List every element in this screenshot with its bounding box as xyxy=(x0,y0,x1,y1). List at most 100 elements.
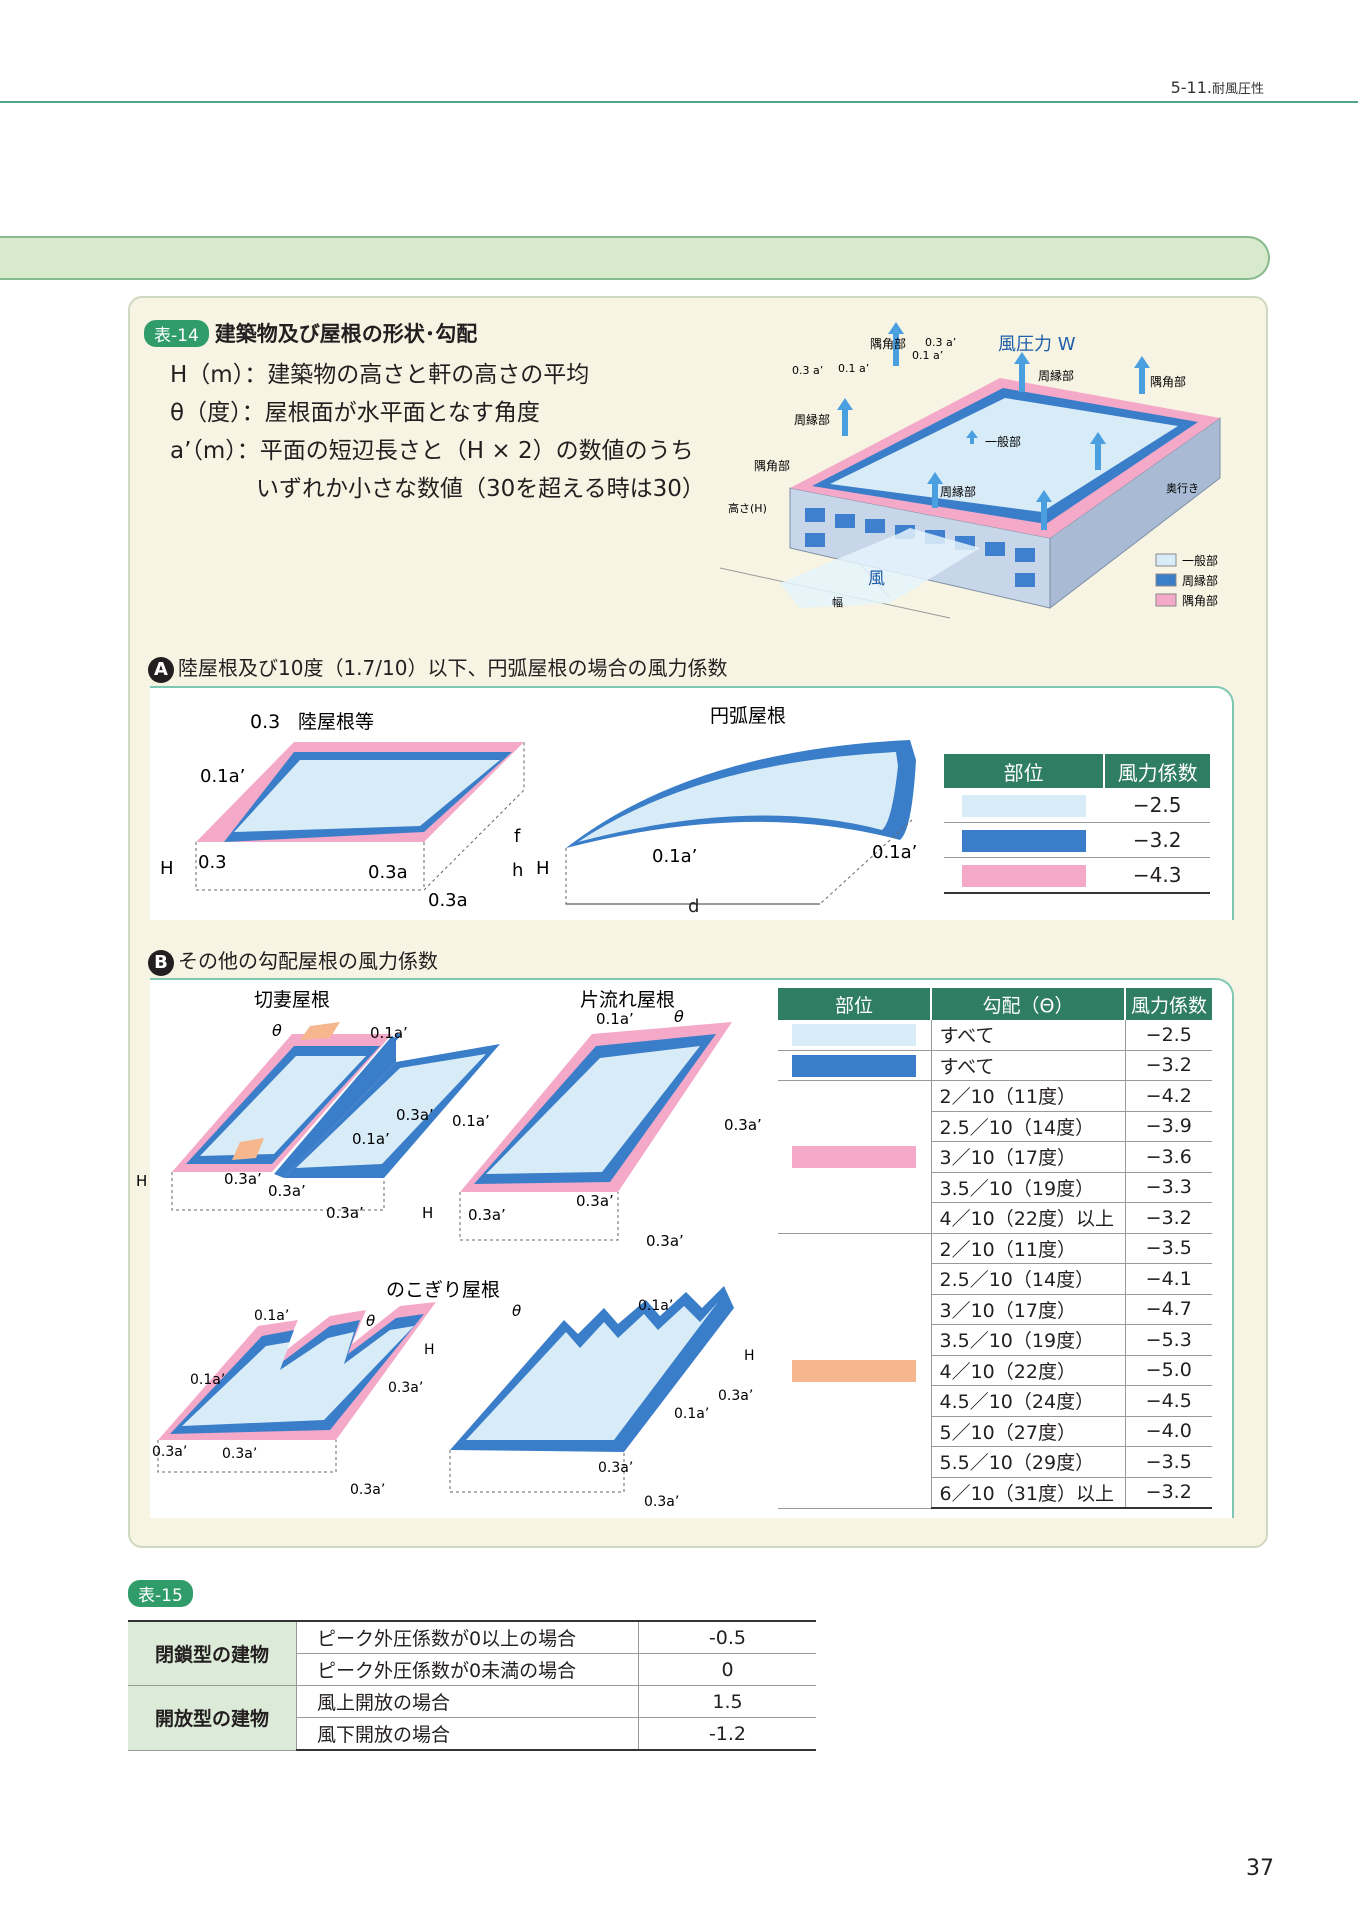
label-01a-left: 0.1 a’ xyxy=(838,362,869,375)
gable-03a-r: 0.3a’ xyxy=(396,1106,434,1124)
label-wind-pressure: 風圧力 W xyxy=(998,334,1076,355)
saw1-03a-4: 0.3a’ xyxy=(350,1482,385,1498)
table-row: −2.5 xyxy=(944,788,1210,823)
swatch-saw-corner xyxy=(792,1359,917,1382)
table-row: 5.5／10（29度）−3.5 xyxy=(778,1446,1212,1478)
saw1-03a-2: 0.3a’ xyxy=(152,1444,187,1460)
saw-title: のこぎり屋根 xyxy=(386,1279,500,1301)
section-b-badge: B xyxy=(148,950,174,976)
table-row: ピーク外圧係数が0未満の場合 0 xyxy=(128,1653,816,1686)
legend-corner: 隅角部 xyxy=(1182,593,1218,608)
legend-edge: 周縁部 xyxy=(1182,573,1218,588)
arc-roof-general xyxy=(578,752,898,842)
col-coef: 風力係数 xyxy=(1125,988,1212,1020)
label-width: 幅 xyxy=(832,596,843,609)
table-row: すべて−2.5 xyxy=(778,1020,1212,1051)
table-row: 開放型の建物 風上開放の場合 1.5 xyxy=(128,1685,816,1751)
label-general: 一般部 xyxy=(985,434,1021,449)
shed-01a: 0.1a’ xyxy=(596,1010,634,1028)
gable-title: 切妻屋根 xyxy=(254,989,330,1011)
table-row: 閉鎖型の建物 ピーク外圧係数が0以上の場合 -0.5 xyxy=(128,1620,816,1686)
label-depth: 奥行き xyxy=(1166,481,1199,495)
table-row: 2.5／10（14度）−3.9 xyxy=(778,1111,1212,1142)
category-open: 開放型の建物 xyxy=(128,1685,297,1751)
wind-arrow xyxy=(780,528,980,608)
saw1-01a-2: 0.1a’ xyxy=(190,1372,225,1388)
gable-roof-general xyxy=(200,1056,366,1156)
table-row: −4.3 xyxy=(944,857,1210,894)
legend-edge-swatch xyxy=(1155,573,1177,587)
coef-edge: −3.2 xyxy=(1104,822,1210,858)
table-header: 部位 風力係数 xyxy=(944,754,1210,788)
shed-03a-r: 0.3a’ xyxy=(724,1116,762,1134)
saw2-03a-3: 0.3a’ xyxy=(644,1494,679,1510)
label-03a-top: 0.3 a’ xyxy=(925,336,956,349)
table-row: 3／10（17度）−3.6 xyxy=(778,1141,1212,1173)
flat-roof-general xyxy=(234,760,500,832)
page-number: 37 xyxy=(1246,1856,1274,1881)
label-corner-1: 隅角部 xyxy=(870,336,906,351)
table-row: 4.5／10（24度）−4.5 xyxy=(778,1385,1212,1417)
saw1-H: H xyxy=(424,1342,435,1358)
header-rule xyxy=(0,101,1358,103)
flat-label-03a: 0.3a xyxy=(368,862,408,883)
building-side-wall xyxy=(1049,417,1221,610)
table-row: 2／10（11度）−4.2 xyxy=(778,1080,1212,1234)
saw2-theta: θ xyxy=(512,1302,521,1320)
shed-03a-1: 0.3a’ xyxy=(576,1192,614,1210)
label-height: 高さ(H) xyxy=(728,501,767,515)
table-row: 風下開放の場合 -1.2 xyxy=(128,1717,816,1751)
gable-01a: 0.1a’ xyxy=(370,1024,408,1042)
section-number: 5-11. xyxy=(1170,78,1212,97)
def-a: a’（m）：平面の短辺長さと（H × 2）の数値のうち xyxy=(170,438,694,464)
table-row: −3.2 xyxy=(944,822,1210,858)
saw2-01a: 0.1a’ xyxy=(638,1298,673,1314)
shed-03a-3: 0.3a’ xyxy=(646,1232,684,1250)
saw1-01a: 0.1a’ xyxy=(254,1308,289,1324)
table14-heading: 建築物及び屋根の形状･勾配 xyxy=(214,322,478,346)
col-part: 部位 xyxy=(944,754,1106,788)
building-diagram: 隅角部 0.3 a’ 0.1 a’ 0.3 a’ 0.1 a’ 風圧力 W 周縁… xyxy=(720,322,1221,619)
flat-roof-outline xyxy=(195,742,525,891)
table14-tag: 表-14 xyxy=(144,320,209,347)
swatch-general xyxy=(962,795,1087,818)
table-header: 部位 勾配（Θ） 風力係数 xyxy=(778,988,1212,1020)
swatch-corner xyxy=(962,865,1087,888)
gable-01a-2: 0.1a’ xyxy=(352,1130,390,1148)
category-closed: 閉鎖型の建物 xyxy=(128,1620,297,1686)
label-01a-top: 0.1 a’ xyxy=(912,349,943,362)
section-b-heading: その他の勾配屋根の風力係数 xyxy=(178,949,438,973)
gable-03a-3: 0.3a’ xyxy=(326,1204,364,1222)
shed-03a-2: 0.3a’ xyxy=(468,1206,506,1224)
definitions: H（m）：建築物の高さと軒の高さの平均 θ（度）：屋根面が水平面となす角度 a’… xyxy=(170,356,705,508)
gable-03a-2: 0.3a’ xyxy=(268,1182,306,1200)
flat-label-03: 0.3 xyxy=(250,711,280,733)
swatch-corner xyxy=(792,1146,917,1168)
arc-roof-title: 円弧屋根 xyxy=(710,705,786,727)
section-banner xyxy=(0,236,1270,280)
table-row: 3.5／10（19度）−5.3 xyxy=(778,1324,1212,1356)
wind-pressure-arrows xyxy=(837,322,1150,530)
gable-outline xyxy=(171,1172,385,1211)
label-corner-right: 隅角部 xyxy=(1150,374,1186,389)
arc-label-h: h xyxy=(512,860,523,881)
windows xyxy=(805,508,1035,587)
table-row: 6／10（31度）以上−3.2 xyxy=(778,1477,1212,1509)
shed-roof-general xyxy=(486,1046,700,1174)
flat-label-H: H xyxy=(160,858,174,879)
arc-label-H: H xyxy=(536,858,550,879)
shed-title: 片流れ屋根 xyxy=(580,989,675,1011)
def-h: H（m）：建築物の高さと軒の高さの平均 xyxy=(170,362,590,388)
swatch-edge xyxy=(792,1054,917,1077)
section-b-diagrams: 切妻屋根 θ 0.1a’ 0.3a’ 0.1a’ 0.3a’ 0.3a’ 0.3… xyxy=(136,989,762,1510)
section-a-badge: A xyxy=(148,657,174,683)
table-row: 3.5／10（19度）−3.3 xyxy=(778,1172,1212,1203)
swatch-general xyxy=(792,1024,917,1046)
shed-outline xyxy=(459,1192,619,1241)
section-a-diagrams: 陸屋根等 0.3 0.1a’ H 0.3 0.3a 0.3a 円弧屋根 f h … xyxy=(160,705,917,917)
shed-01a-2: 0.1a’ xyxy=(452,1112,490,1130)
table-row: 2.5／10（14度）−4.1 xyxy=(778,1263,1212,1295)
